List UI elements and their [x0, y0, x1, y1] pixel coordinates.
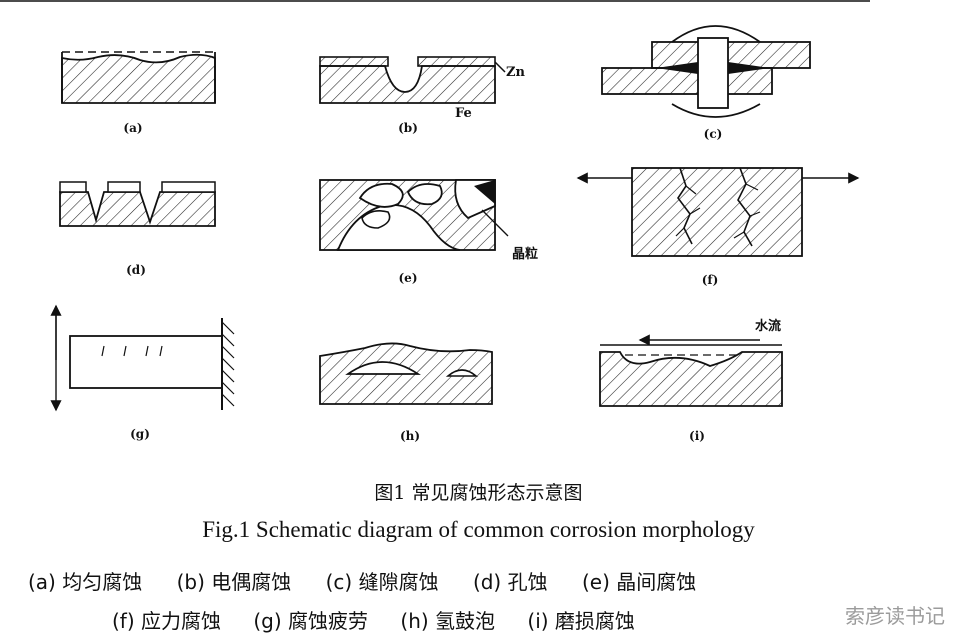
water-flow-label: 水流 — [755, 318, 781, 334]
caption-english: Fig.1 Schematic diagram of common corros… — [202, 517, 755, 542]
legend-item-g: (g) 腐蚀疲劳 — [253, 609, 369, 633]
panel-a-label: (a) — [123, 121, 142, 135]
legend-item-h: (h) 氢鼓泡 — [400, 609, 496, 633]
panel-g-label: (g) — [130, 427, 150, 441]
legend-row-2: (f) 应力腐蚀 (g) 腐蚀疲劳 (h) 氢鼓泡 (i) 磨损腐蚀 — [112, 605, 661, 634]
zn-label: Zn — [506, 65, 525, 80]
legend-item-f: (f) 应力腐蚀 — [112, 609, 222, 633]
panel-e: 晶粒 (e) — [319, 179, 538, 285]
caption-chinese: 图1 常见腐蚀形态示意图 — [374, 482, 583, 504]
panel-b-label: (b) — [398, 121, 418, 135]
grain-label: 晶粒 — [512, 246, 538, 262]
fe-label: Fe — [455, 106, 472, 121]
panel-c: (c) — [601, 25, 811, 141]
legend-item-a: (a) 均匀腐蚀 — [28, 570, 143, 594]
watermark: 索彦读书记 — [845, 604, 945, 628]
panel-h-label: (h) — [400, 429, 420, 443]
panel-b: Zn Fe (b) — [319, 56, 525, 135]
panel-d: (d) — [59, 181, 216, 277]
panel-h: (h) — [319, 342, 493, 443]
legend-item-i: (i) 磨损腐蚀 — [527, 609, 635, 633]
panel-i-label: (i) — [689, 429, 705, 443]
legend-row-1: (a) 均匀腐蚀 (b) 电偶腐蚀 (c) 缝隙腐蚀 (d) 孔蚀 (e) 晶间… — [28, 566, 724, 595]
panel-f: (f) — [576, 167, 860, 287]
panel-e-label: (e) — [399, 271, 418, 285]
legend-item-e: (e) 晶间腐蚀 — [581, 570, 697, 594]
panel-c-label: (c) — [704, 127, 723, 141]
panel-f-label: (f) — [702, 273, 719, 287]
panel-a: (a) — [61, 51, 216, 135]
legend-item-b: (b) 电偶腐蚀 — [176, 570, 292, 594]
legend-item-c: (c) 缝隙腐蚀 — [325, 570, 439, 594]
panel-d-label: (d) — [126, 263, 146, 277]
panel-g: (g) — [50, 304, 235, 441]
legend-item-d: (d) 孔蚀 — [472, 570, 548, 594]
panel-i: 水流 (i) — [599, 318, 783, 443]
